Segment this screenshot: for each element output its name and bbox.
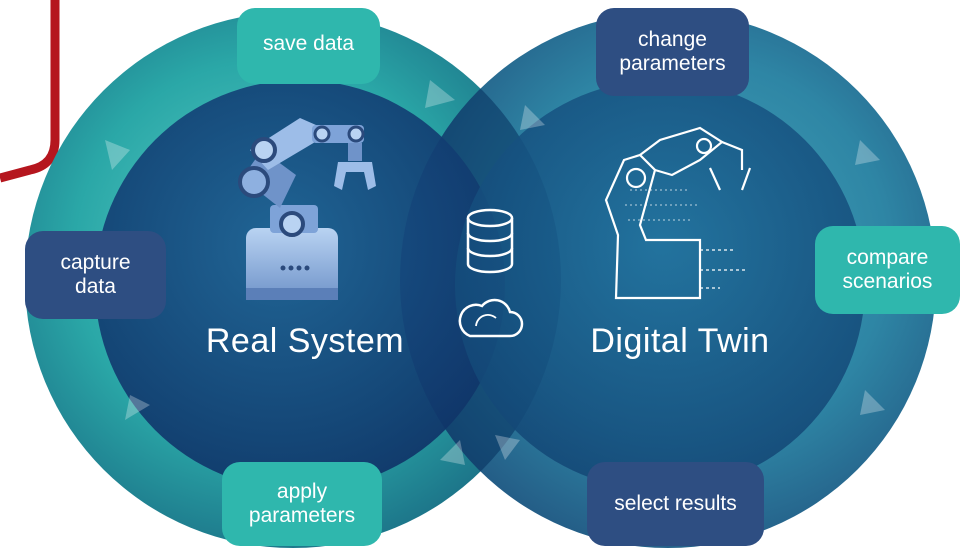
- step-capture-data: capture data: [25, 231, 166, 319]
- step-apply-parameters: apply parameters: [222, 462, 382, 546]
- digital-twin-disc: [455, 80, 865, 490]
- digital-robot-arm-icon: [604, 126, 752, 300]
- flow-arrow: [105, 140, 130, 170]
- flow-arrow: [425, 80, 455, 108]
- step-select-results: select results: [587, 462, 764, 546]
- flow-arrow: [495, 435, 520, 460]
- step-change-parameters: change parameters: [596, 8, 749, 96]
- flow-arrow: [520, 105, 545, 130]
- flow-arrow: [125, 395, 150, 420]
- real-system-label: Real System: [205, 322, 405, 360]
- robot-arm-icon: [238, 118, 376, 300]
- accent-bracket: [0, 0, 60, 183]
- cloud-icon: [458, 298, 524, 338]
- flow-arrow: [860, 390, 885, 415]
- step-compare-scenarios: compare scenarios: [815, 226, 960, 314]
- flow-arrow: [440, 440, 465, 465]
- database-icon: [466, 208, 514, 274]
- flow-arrow: [855, 140, 880, 165]
- step-save-data: save data: [237, 8, 380, 84]
- digital-twin-label: Digital Twin: [590, 322, 770, 360]
- flow-arrows: [105, 80, 885, 465]
